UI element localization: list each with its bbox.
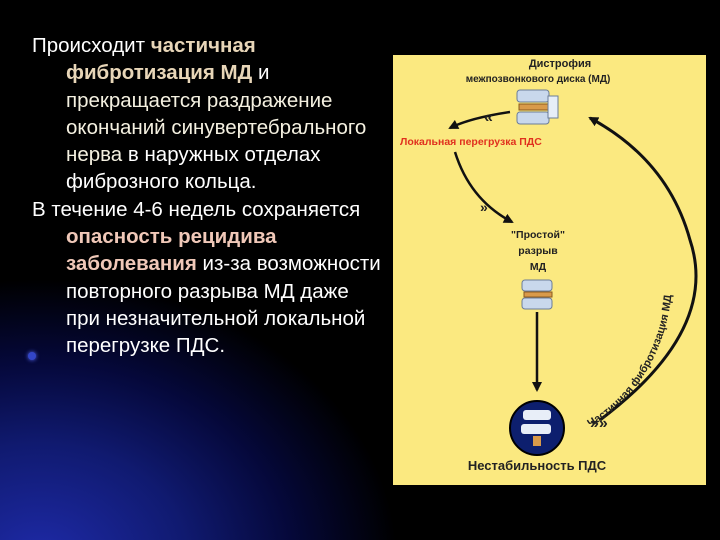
paragraph-1: Происходит частичная фибротизация МД и п… — [32, 32, 382, 196]
slide-text: Происходит частичная фибротизация МД и п… — [32, 32, 382, 360]
chevron-left-icon: « — [484, 109, 493, 126]
decorative-dot — [28, 352, 36, 360]
p1-text-3: в наружных отделах фиброзного кольца. — [66, 143, 321, 194]
p2-highlight-1: опасность рецидива заболевания — [66, 225, 277, 276]
p1-highlight-1: частичная фибротизация МД — [66, 34, 256, 85]
arrow-to-rupture — [453, 151, 514, 224]
vertebra-icon — [516, 89, 559, 125]
chevron-right-icon: »» — [590, 415, 608, 432]
chevron-down-right-icon: » — [480, 199, 488, 215]
p1-text-2: и — [252, 61, 270, 85]
rupture-line3: МД — [530, 261, 547, 273]
diagram-title-line1: Дистрофия — [529, 58, 591, 70]
rupture-line1: "Простой" — [511, 229, 565, 241]
diagram-title-line2: межпозвонкового диска (МД) — [466, 74, 611, 85]
arc-arrow — [588, 116, 698, 422]
arrow-to-overload — [448, 110, 511, 130]
p2-text-1: В течение 4-6 недель сохраняется — [32, 197, 361, 221]
rupture-line2: разрыв — [518, 245, 558, 257]
p1-text-1: Происходит — [32, 34, 151, 57]
vertebra-icon — [521, 279, 553, 310]
overload-label: Локальная перегрузка ПДС — [400, 136, 542, 148]
p2-text-2: из-за возможности повторного разрыва МД … — [66, 252, 381, 358]
p1-highlight-2: прекращается раздражение окончаний синув… — [66, 88, 367, 167]
instability-icon — [509, 400, 565, 456]
paragraph-2: В течение 4-6 недель сохраняется опаснос… — [32, 196, 382, 360]
instability-label: Нестабильность ПДС — [468, 458, 607, 473]
